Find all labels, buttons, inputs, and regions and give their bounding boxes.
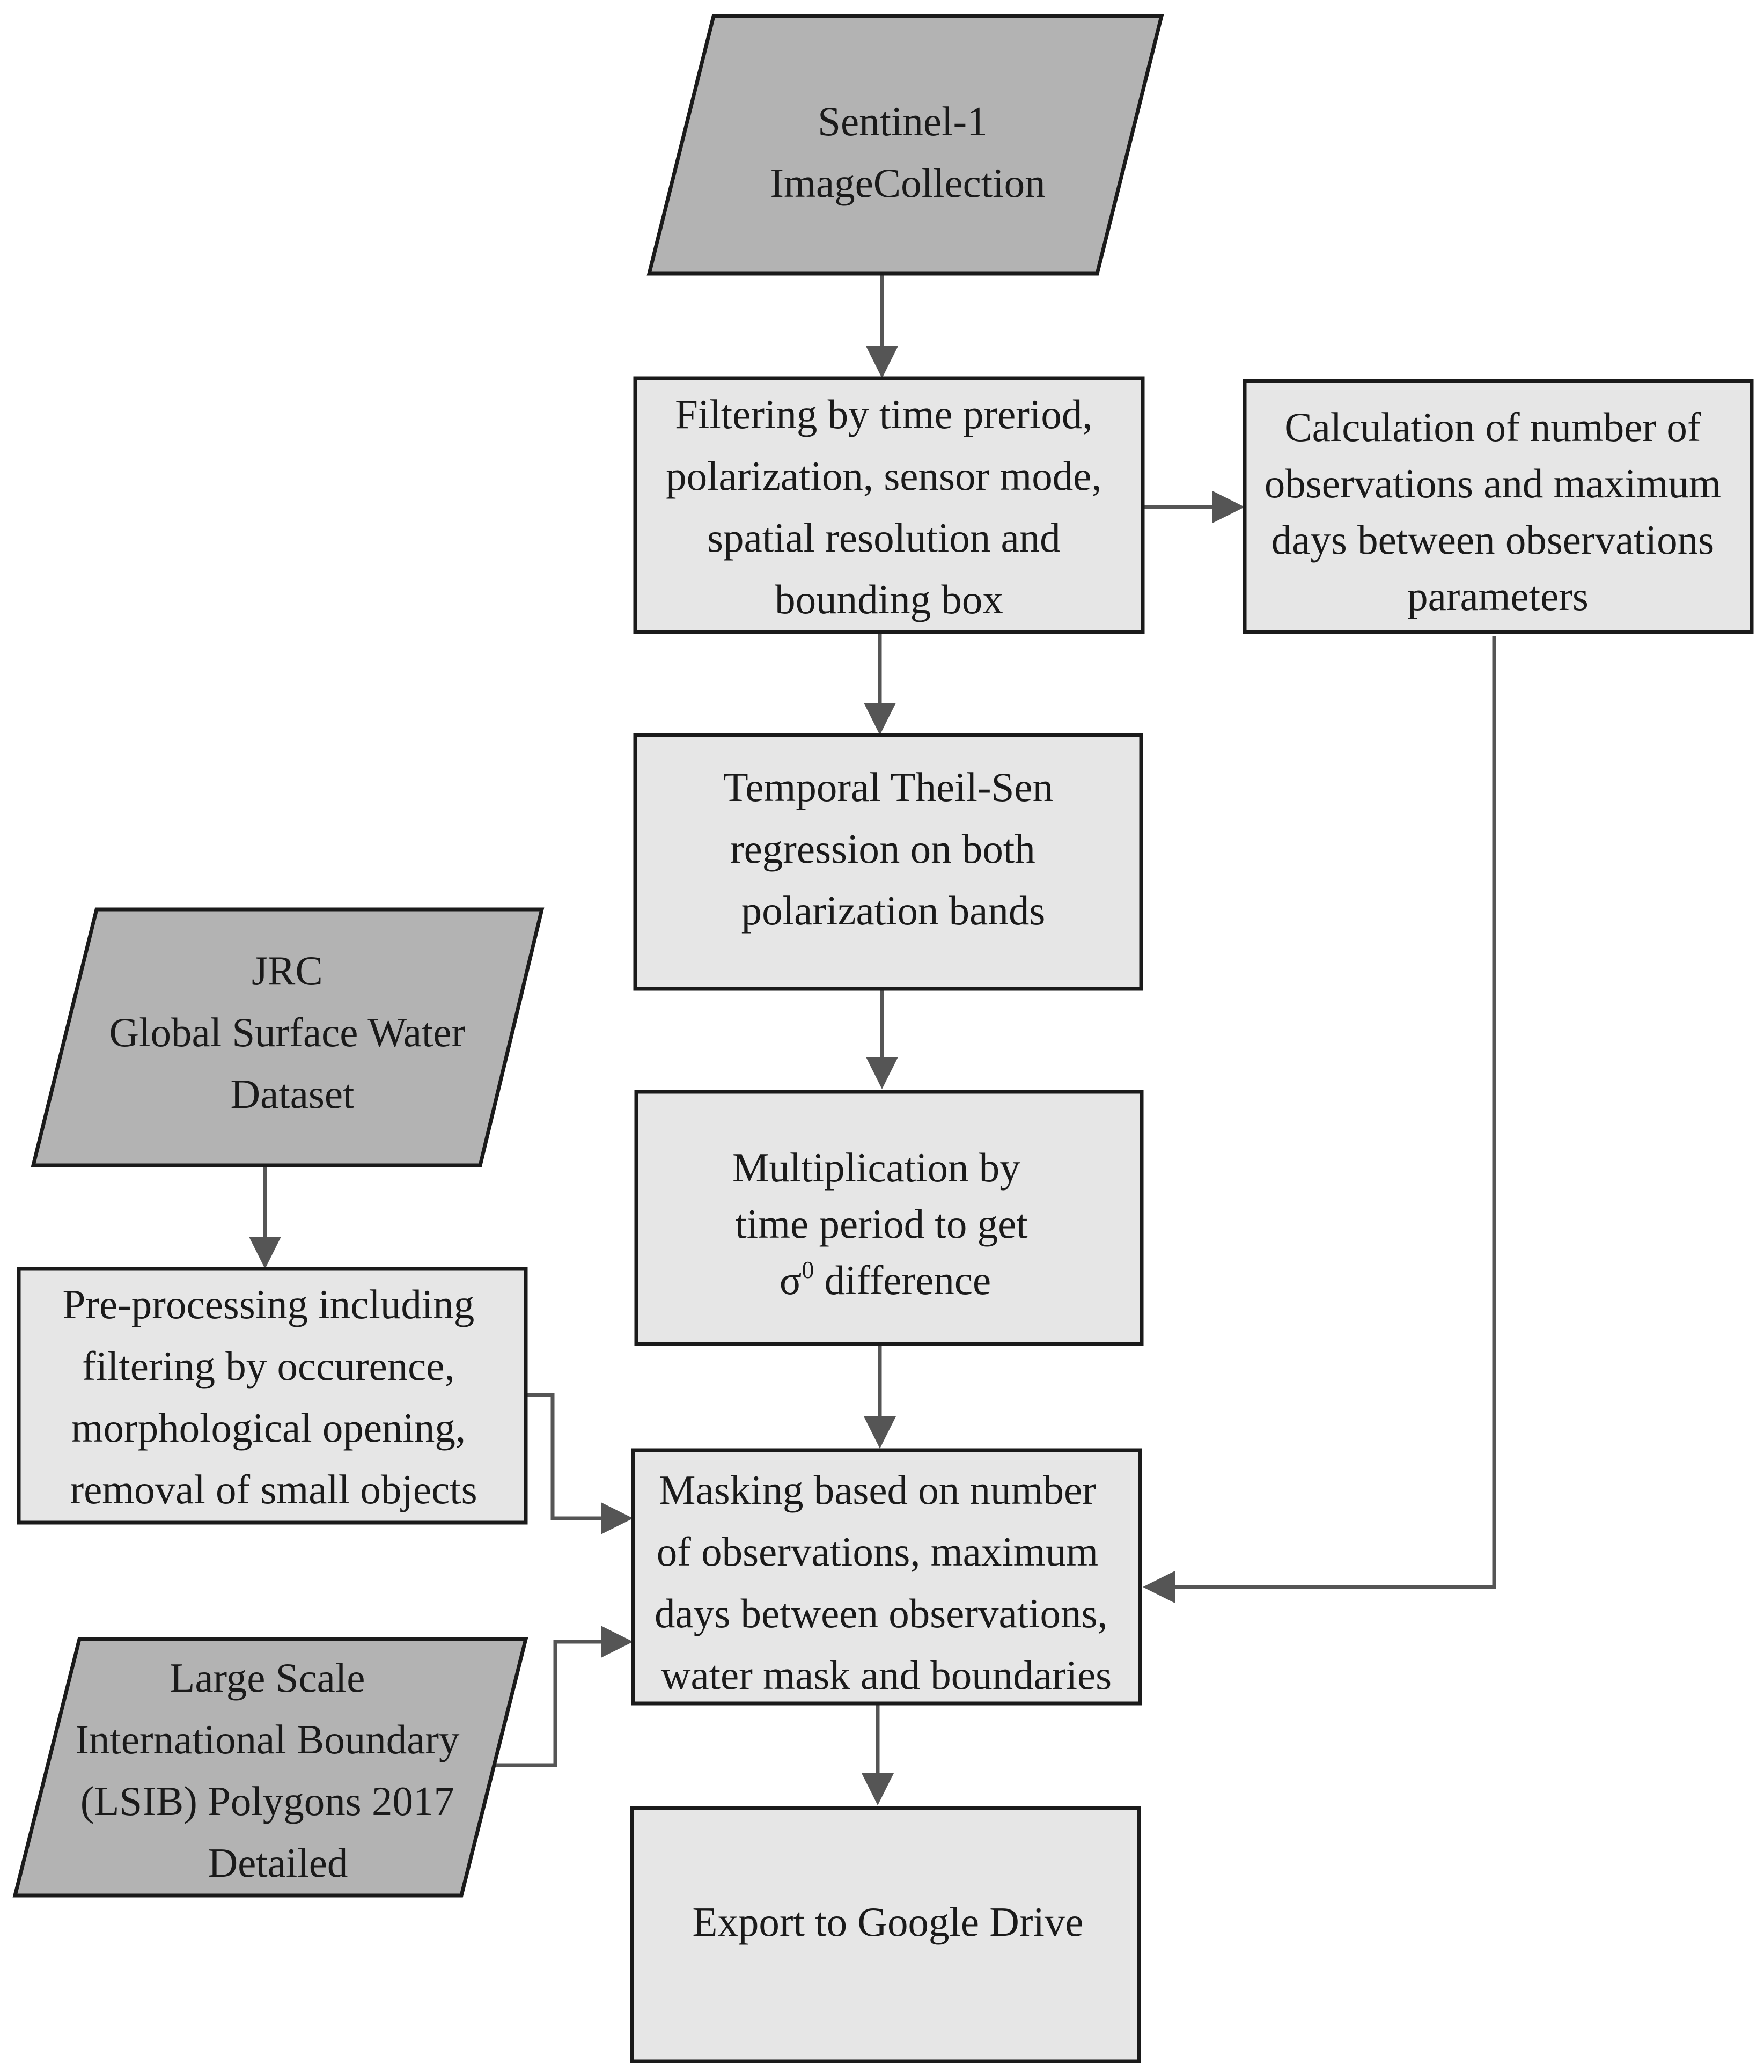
node-lsib: Large Scale International Boundary (LSIB…: [12, 1637, 528, 1898]
masking-line-4: water mask and boundaries: [661, 1652, 1112, 1698]
arrowhead-masking-top: [864, 1416, 896, 1449]
sentinel-line-1: Sentinel-1: [818, 98, 988, 144]
node-filtering: Filtering by time preriod, polarization,…: [633, 376, 1145, 634]
node-sentinel: Sentinel-1 ImageCollection: [646, 14, 1164, 276]
arrowhead-multiplication: [866, 1057, 898, 1089]
export-shape: [630, 1806, 1141, 2063]
export-label: Export to Google Drive: [692, 1899, 1083, 1945]
edge-calculation-masking: [1175, 636, 1496, 1589]
masking-line-1: Masking based on number: [659, 1467, 1096, 1513]
arrowhead-preprocessing: [249, 1237, 281, 1269]
masking-shape: [631, 1448, 1142, 1706]
filtering-line-3: spatial resolution and: [707, 515, 1061, 561]
lsib-line-2: International Boundary: [75, 1716, 460, 1762]
filtering-line-1: Filtering by time preriod,: [675, 391, 1092, 437]
filtering-line-2: polarization, sensor mode,: [666, 453, 1102, 499]
arrowhead-filtering: [866, 346, 898, 378]
jrc-label: JRC Global Surface Water Dataset: [109, 947, 476, 1117]
export-line-1: Export to Google Drive: [692, 1899, 1083, 1945]
theil-sen-shape: [633, 733, 1143, 991]
node-masking: Masking based on number of observations,…: [631, 1448, 1142, 1706]
filtering-label: Filtering by time preriod, polarization,…: [666, 391, 1112, 622]
jrc-line-3: Dataset: [231, 1071, 355, 1117]
node-preprocessing: Pre-processing including filtering by oc…: [17, 1267, 528, 1525]
multiplication-label: Multiplication by time period to get: [732, 1144, 1031, 1247]
lsib-line-1: Large Scale: [170, 1655, 365, 1701]
preprocessing-shape: [17, 1267, 528, 1525]
node-theil-sen: Temporal Theil-Sen regression on both po…: [633, 733, 1143, 991]
multiplication-line-1: Multiplication by: [732, 1144, 1020, 1191]
arrowhead-theilsen: [864, 703, 896, 735]
calculation-line-3: days between observations: [1271, 517, 1714, 563]
node-calculation: Calculation of number of observations an…: [1243, 379, 1754, 634]
jrc-line-2: Global Surface Water: [109, 1009, 466, 1055]
calculation-line-4: parameters: [1407, 573, 1589, 619]
arrowhead-masking-left-lower: [601, 1626, 633, 1658]
lsib-label: Large Scale International Boundary (LSIB…: [75, 1655, 470, 1886]
arrowhead-calculation: [1212, 491, 1245, 523]
sentinel-shape: [646, 14, 1164, 276]
connectors: [249, 274, 1496, 1805]
multiplication-line-2: time period to get: [735, 1201, 1027, 1247]
calculation-line-2: observations and maximum: [1265, 460, 1721, 506]
lsib-line-4: Detailed: [208, 1840, 348, 1886]
sentinel-label: Sentinel-1 ImageCollection: [770, 98, 1045, 206]
preprocessing-line-3: morphological opening,: [71, 1405, 466, 1451]
sentinel-line-2: ImageCollection: [770, 160, 1045, 206]
theil-sen-line-1: Temporal Theil-Sen: [723, 764, 1053, 810]
jrc-shape: [31, 907, 545, 1167]
node-multiplication: Multiplication by time period to get σ0 …: [634, 1090, 1144, 1346]
calculation-shape: [1243, 379, 1754, 634]
preprocessing-line-2: filtering by occurence,: [82, 1343, 455, 1389]
jrc-line-1: JRC: [252, 947, 323, 994]
preprocessing-line-4: removal of small objects: [70, 1466, 477, 1512]
masking-line-2: of observations, maximum: [657, 1529, 1098, 1575]
sigma-superscript: 0: [802, 1256, 814, 1283]
multiplication-line-3: σ0 difference: [780, 1256, 991, 1303]
node-jrc: JRC Global Surface Water Dataset: [31, 907, 545, 1167]
arrowhead-masking-left-upper: [601, 1502, 633, 1534]
node-export: Export to Google Drive: [630, 1806, 1141, 2063]
filtering-line-4: bounding box: [775, 576, 1003, 622]
lsib-line-3: (LSIB) Polygons 2017: [80, 1778, 454, 1824]
sigma-difference: difference: [814, 1257, 991, 1303]
masking-line-3: days between observations,: [655, 1590, 1108, 1636]
edge-preprocessing-masking: [526, 1393, 601, 1520]
arrowhead-masking-right: [1143, 1571, 1175, 1603]
preprocessing-line-1: Pre-processing including: [63, 1281, 475, 1327]
preprocessing-label: Pre-processing including filtering by oc…: [63, 1281, 485, 1512]
arrowhead-export: [862, 1773, 894, 1805]
filtering-shape: [633, 376, 1145, 634]
edge-lsib-masking: [494, 1640, 601, 1767]
lsib-shape: [12, 1637, 528, 1898]
sigma-symbol: σ: [780, 1257, 802, 1303]
multiplication-shape: [634, 1090, 1144, 1346]
calculation-label: Calculation of number of observations an…: [1265, 404, 1731, 619]
masking-label: Masking based on number of observations,…: [655, 1467, 1118, 1698]
theil-sen-line-2: regression on both: [730, 826, 1035, 872]
theil-sen-line-3: polarization bands: [741, 887, 1046, 934]
theil-sen-label: Temporal Theil-Sen regression on both po…: [723, 764, 1064, 934]
calculation-line-1: Calculation of number of: [1284, 404, 1701, 450]
